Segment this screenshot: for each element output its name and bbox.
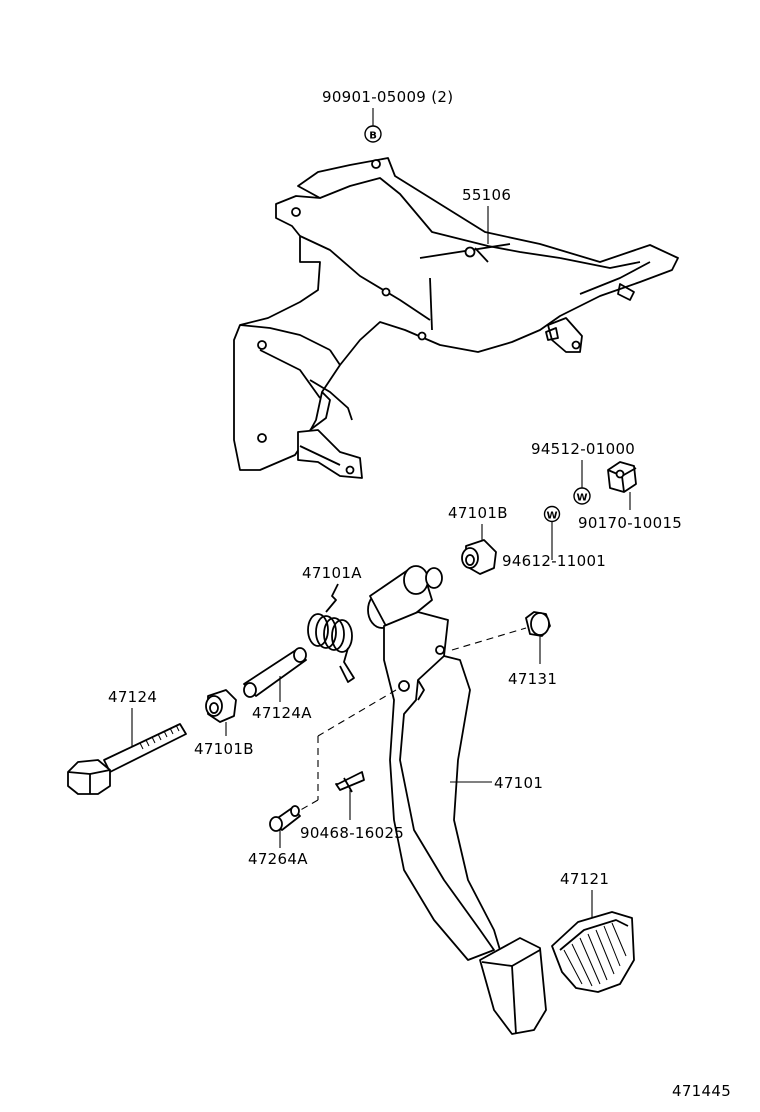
nut-90170-callout: 90170-10015 <box>578 461 682 532</box>
label-47101a: 47101A <box>302 564 362 582</box>
label-90170-10015: 90170-10015 <box>578 514 682 532</box>
pedal-pad-47121: 47121 <box>551 870 635 993</box>
w-symbol-icon-2 <box>543 505 561 523</box>
label-94612-11001: 94612-11001 <box>502 552 606 570</box>
washer-94612-callout: W 94612-11001 <box>502 505 606 570</box>
label-47131: 47131 <box>508 670 557 688</box>
bushing-47101b-bottom: 47101B <box>194 689 254 758</box>
clutch-pedal-47101: 47101 <box>367 565 547 1035</box>
label-90468-16025: 90468-16025 <box>300 824 404 842</box>
label-94512-01000: 94512-01000 <box>531 440 635 458</box>
b-symbol-letter: B <box>369 131 377 142</box>
label-90901-05009: 90901-05009 (2) <box>322 88 453 106</box>
label-47264a: 47264A <box>248 850 308 868</box>
w-symbol-letter-2: W <box>546 511 557 522</box>
clip-90468: 90468-16025 <box>300 771 404 842</box>
w-symbol-icon <box>573 487 591 505</box>
bolt-90901-callout: 90901-05009 (2) B <box>322 88 453 143</box>
pedal-bracket-55106: 55106 <box>233 157 679 479</box>
collar-47124a: 47124A <box>243 647 312 722</box>
label-47124a: 47124A <box>252 704 312 722</box>
bushing-47101b-top: 47101B <box>448 504 508 575</box>
clevis-pin-47264a: 47264A <box>248 689 397 868</box>
pivot-bolt-47124: 47124 <box>67 688 187 795</box>
w-symbol-letter-1: W <box>576 493 587 504</box>
label-47124: 47124 <box>108 688 157 706</box>
b-symbol-icon <box>364 125 382 143</box>
label-47121: 47121 <box>560 870 609 888</box>
washer-94512-callout: 94512-01000 W <box>531 440 635 505</box>
return-spring-47101a: 47101A <box>302 564 362 683</box>
figure-number: 471445 <box>672 1082 731 1100</box>
label-55106: 55106 <box>462 186 511 204</box>
stopper-47131: 47131 <box>451 611 557 688</box>
label-47101b-bottom: 47101B <box>194 740 254 758</box>
label-47101: 47101 <box>494 774 543 792</box>
label-47101b-top: 47101B <box>448 504 508 522</box>
